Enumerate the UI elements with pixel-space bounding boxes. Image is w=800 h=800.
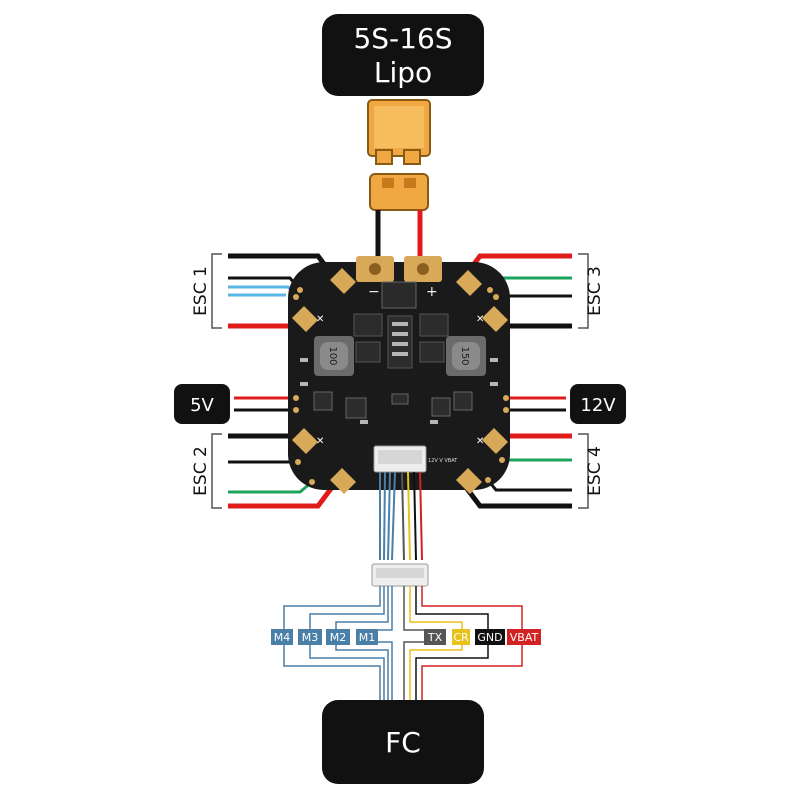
signal-tag-gnd [475, 629, 505, 645]
harness-connector [371, 563, 429, 587]
fc-pill: FC [322, 700, 484, 784]
signal-harness [379, 471, 423, 561]
regulator-chips [313, 391, 473, 419]
signal-tag-m4 [271, 629, 293, 645]
bec-pads [293, 287, 509, 485]
battery-pill: 5S-16S Lipo [322, 14, 484, 96]
signal-tag-label-tx: TX [427, 631, 443, 644]
xt60-male-connector [367, 99, 431, 165]
negative-marking: − [368, 284, 380, 300]
inductor-left: 100 [314, 336, 354, 376]
board-signal-connector: 12V V VBAT [373, 445, 458, 473]
output-12v-pill: 12V [570, 384, 626, 424]
pdb-board: − + ✕ ✕ ✕ ✕ 100 150 [288, 256, 510, 494]
motor-pads [292, 268, 508, 494]
signal-tag-label-m1: M1 [359, 631, 376, 644]
signal-tag-label-vbat: VBAT [510, 631, 539, 644]
signal-tag-label-gnd: GND [477, 631, 502, 644]
output-5v-label: 5V [190, 395, 214, 416]
svg-text:150: 150 [459, 346, 470, 365]
signal-tag-cr [452, 629, 470, 645]
fc-label: FC [385, 726, 421, 759]
signal-tag-m2 [326, 629, 350, 645]
battery-type-label: 5S-16S [353, 22, 452, 55]
signal-tags: M4 M3 M2 M1 TX CR GND VBAT [271, 629, 541, 645]
esc2-label: ESC 2 [191, 446, 211, 496]
xt60-female-connector [369, 173, 429, 211]
signal-tag-vbat [507, 629, 541, 645]
signal-tag-label-m4: M4 [274, 631, 291, 644]
inductor-right: 150 [446, 336, 486, 376]
bec-12v-wires [506, 396, 566, 412]
signal-tag-label-m3: M3 [302, 631, 319, 644]
esc-brackets [211, 253, 589, 509]
esc4-label: ESC 4 [585, 446, 605, 496]
positive-marking: + [426, 284, 438, 300]
signal-tag-m3 [298, 629, 322, 645]
svg-text:✕: ✕ [316, 436, 324, 447]
signal-tag-m1 [356, 629, 378, 645]
svg-text:✕: ✕ [476, 314, 484, 325]
output-5v-pill: 5V [174, 384, 230, 424]
signal-tag-tx [424, 629, 446, 645]
esc3-label: ESC 3 [585, 266, 605, 316]
bec-5v-wires [234, 396, 296, 412]
svg-text:✕: ✕ [476, 436, 484, 447]
signal-tag-label-cr: CR [453, 631, 469, 644]
smd-components [300, 322, 498, 424]
signal-tag-label-m2: M2 [330, 631, 347, 644]
svg-text:12V V VBAT: 12V V VBAT [428, 458, 458, 464]
svg-text:100: 100 [327, 346, 338, 365]
svg-text:✕: ✕ [316, 314, 324, 325]
output-12v-label: 12V [580, 395, 616, 416]
battery-chem-label: Lipo [374, 56, 432, 89]
esc1-label: ESC 1 [191, 266, 211, 316]
